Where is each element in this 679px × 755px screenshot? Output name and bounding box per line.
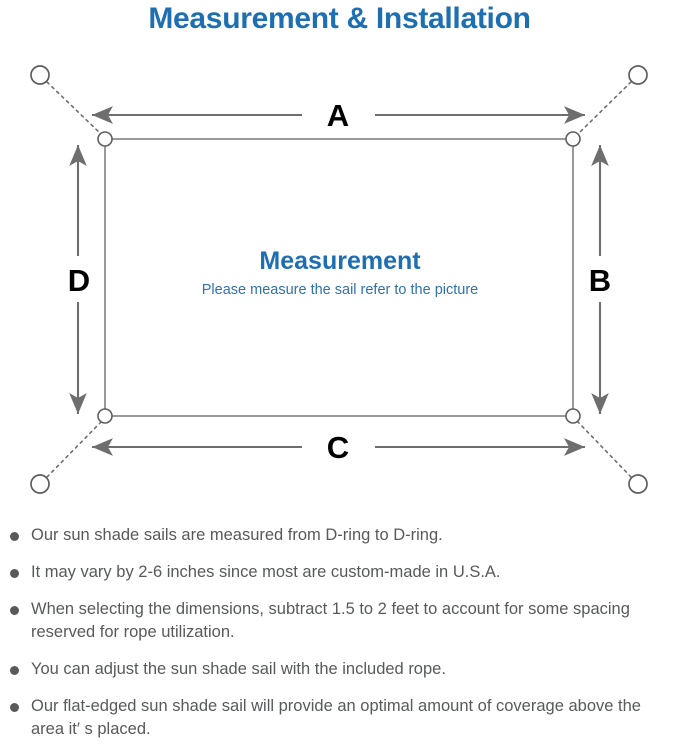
rope-bottom-left (46, 421, 102, 478)
rope-top-right (577, 81, 632, 135)
sail-rectangle (104, 138, 574, 417)
dimension-label-a: A (327, 98, 349, 133)
notes-list: Our sun shade sails are measured from D-… (0, 524, 679, 755)
note-text: When selecting the dimensions, subtract … (31, 600, 630, 641)
sail-measurement-diagram: A B C D Measurement Please measure the s… (0, 44, 679, 522)
anchor-rings (30, 65, 648, 494)
anchor-ring-bottom-right (628, 474, 648, 494)
page-title: Measurement & Installation (148, 2, 531, 35)
bullet-icon (10, 532, 19, 541)
dimension-label-c: C (327, 430, 349, 465)
d-ring-top-left (97, 131, 113, 147)
measurement-installation-infographic: Measurement & Installation (0, 2, 679, 738)
note-text: Our sun shade sails are measured from D-… (31, 526, 443, 544)
d-ring-bottom-right (565, 408, 581, 424)
rope-top-left (46, 81, 102, 135)
list-item: Our flat-edged sun shade sail will provi… (0, 695, 679, 741)
anchor-ring-top-right (628, 65, 648, 85)
d-rings (97, 131, 581, 424)
anchor-ring-top-left (30, 65, 50, 85)
measurement-subtext: Please measure the sail refer to the pic… (202, 282, 478, 298)
list-item: When selecting the dimensions, subtract … (0, 598, 679, 644)
d-ring-bottom-left (97, 408, 113, 424)
d-ring-top-right (565, 131, 581, 147)
list-item: Our sun shade sails are measured from D-… (0, 524, 679, 547)
dimension-label-b: B (589, 263, 611, 298)
note-text: Our flat-edged sun shade sail will provi… (31, 697, 641, 738)
bullet-icon (10, 666, 19, 675)
bullet-icon (10, 569, 19, 578)
anchor-ring-bottom-left (30, 474, 50, 494)
bullet-icon (10, 606, 19, 615)
list-item: You can adjust the sun shade sail with t… (0, 658, 679, 681)
list-item: It may vary by 2-6 inches since most are… (0, 561, 679, 584)
note-text: You can adjust the sun shade sail with t… (31, 660, 446, 678)
rope-lines (46, 81, 632, 478)
note-text: It may vary by 2-6 inches since most are… (31, 563, 501, 581)
bullet-icon (10, 703, 19, 712)
rope-bottom-right (577, 421, 632, 478)
measurement-heading: Measurement (259, 247, 421, 275)
dimension-label-d: D (68, 263, 90, 298)
